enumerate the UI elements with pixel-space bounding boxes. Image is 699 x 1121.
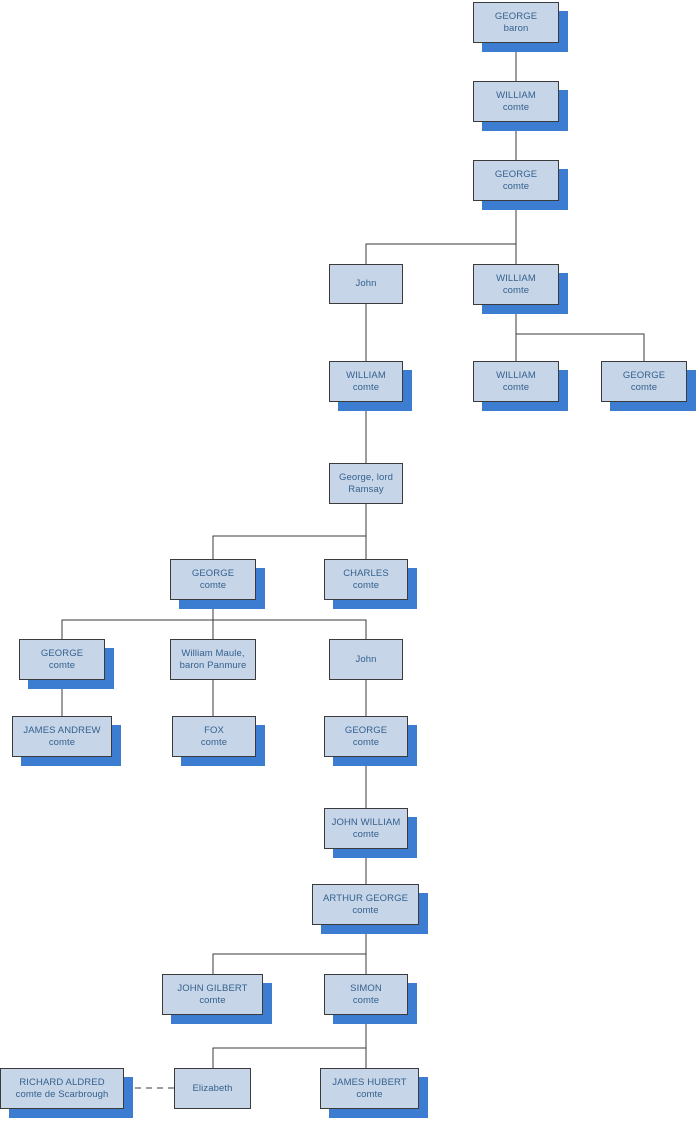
person-name: JOHN GILBERT (177, 983, 248, 994)
person-name: CHARLES (343, 568, 389, 579)
person-name: GEORGE (40, 648, 84, 659)
connector-line (212, 504, 367, 559)
connector-line (213, 619, 367, 639)
connector-line (365, 201, 517, 264)
person-title: comte (630, 381, 658, 393)
person-title: comte (352, 381, 380, 393)
person-name: WILLIAM (496, 273, 536, 284)
person-name: Elizabeth (192, 1082, 233, 1094)
person-node[interactable]: Elizabeth (174, 1068, 251, 1109)
person-name: John (355, 278, 377, 290)
person-title: comte (352, 904, 379, 916)
person-name: John (355, 653, 377, 665)
person-name: GEORGE (494, 11, 538, 22)
person-name: William Maule, (181, 648, 245, 659)
person-title: comte (199, 579, 227, 591)
person-name: SIMON (350, 983, 382, 994)
person-name: WILLIAM (496, 370, 536, 381)
person-title: comte de Scarbrough (15, 1088, 109, 1100)
person-node[interactable]: John (329, 639, 403, 680)
person-title: comte (352, 994, 380, 1006)
person-title: comte (48, 736, 76, 748)
person-name: George, lord (338, 472, 393, 483)
person-node[interactable]: John (329, 264, 403, 304)
person-name: JOHN WILLIAM (331, 817, 401, 828)
person-title: Ramsay (348, 483, 384, 495)
person-title: baron Panmure (179, 659, 247, 671)
person-name: FOX (204, 725, 224, 736)
person-title: comte (502, 284, 530, 296)
person-title: comte (502, 101, 530, 113)
person-title: comte (199, 994, 226, 1006)
person-title: comte (502, 381, 530, 393)
person-name: GEORGE (191, 568, 235, 579)
person-name: JAMES ANDREW (23, 725, 101, 736)
person-title: comte (200, 736, 228, 748)
person-name: GEORGE (494, 169, 538, 180)
person-title: comte (352, 828, 380, 840)
person-title: baron (503, 22, 529, 34)
person-name: JAMES HUBERT (332, 1077, 407, 1088)
person-name: WILLIAM (496, 90, 536, 101)
person-name: GEORGE (622, 370, 666, 381)
person-name: ARTHUR GEORGE (322, 893, 409, 904)
person-title: comte (356, 1088, 383, 1100)
person-title: comte (352, 579, 380, 591)
person-title: comte (502, 180, 530, 192)
person-name: RICHARD ALDRED (19, 1077, 105, 1088)
person-title: comte (352, 736, 380, 748)
person-node[interactable]: William Maule,baron Panmure (170, 639, 256, 680)
person-name: GEORGE (344, 725, 388, 736)
person-title: comte (48, 659, 76, 671)
person-name: WILLIAM (346, 370, 386, 381)
